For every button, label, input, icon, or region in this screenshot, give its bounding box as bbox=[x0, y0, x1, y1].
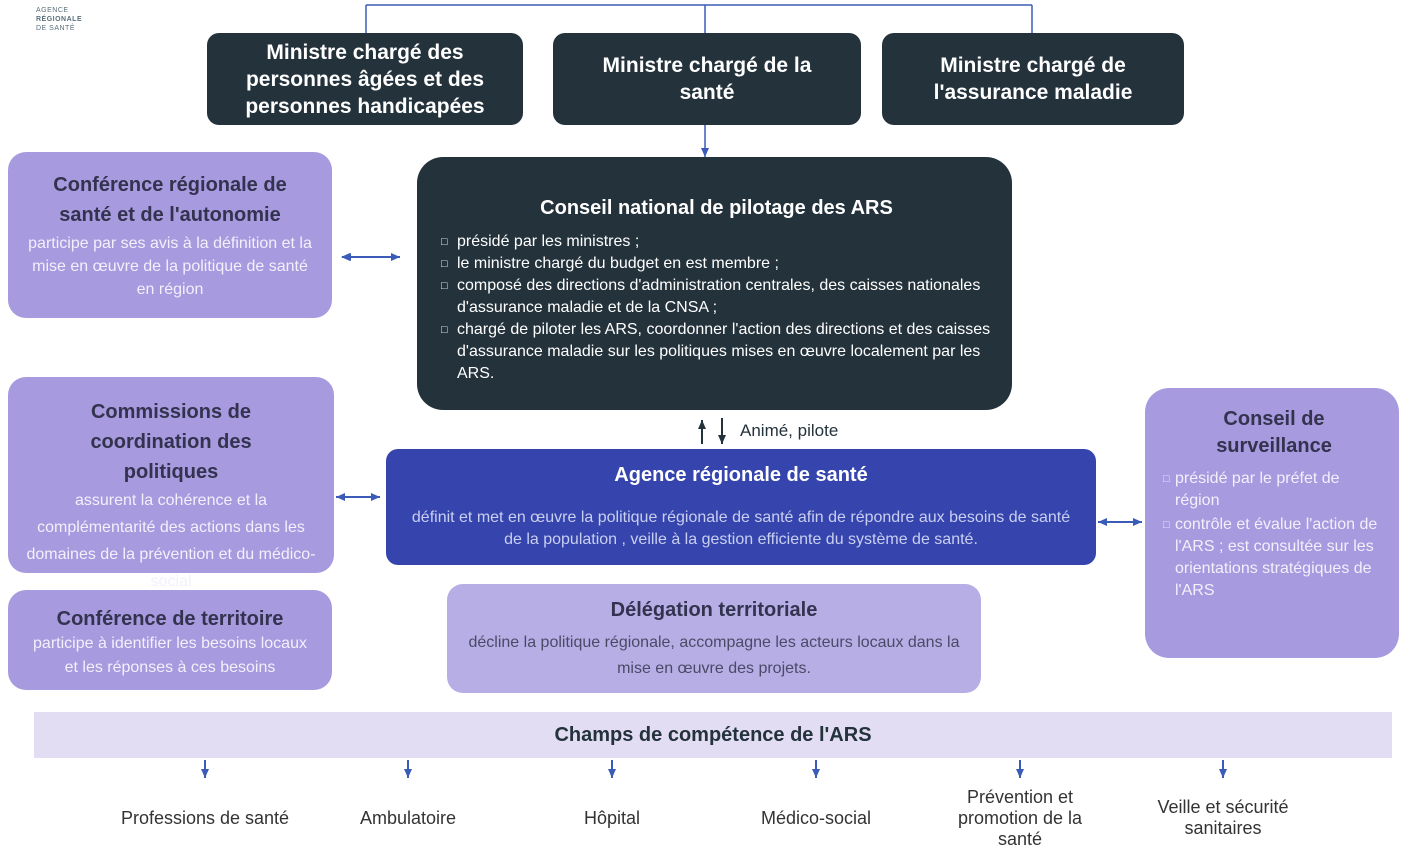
logo-line: DE SANTÉ bbox=[36, 25, 76, 32]
commissions-box: Commissions de coordination des politiqu… bbox=[8, 377, 334, 590]
conference-regionale-title: Conférence régionale de santé et de l'au… bbox=[53, 174, 287, 226]
conseil-surveillance-item: présidé par le préfet de région bbox=[1163, 468, 1385, 512]
commissions-desc: assurent la cohérence et la complémentar… bbox=[26, 492, 316, 590]
conseil-national-title: Conseil national de pilotage des ARS bbox=[540, 197, 893, 219]
conseil-national-item: le ministre chargé du budget en est memb… bbox=[441, 253, 992, 275]
field-prevention-promotion: Prévention et promotion de la santé bbox=[957, 786, 1083, 849]
agence-regionale-title: Agence régionale de santé bbox=[614, 464, 868, 486]
minister-health-label: Ministre chargé de la santé bbox=[602, 54, 812, 104]
delegation-territoriale-desc: décline la politique régionale, accompag… bbox=[468, 634, 960, 677]
conseil-national-box: Conseil national de pilotage des ARS pré… bbox=[417, 157, 1012, 410]
agence-regionale-desc: définit et met en œuvre la politique rég… bbox=[411, 509, 1071, 548]
logo-line: AGENCE bbox=[36, 7, 69, 14]
conseil-national-list: présidé par les ministres ; le ministre … bbox=[441, 231, 992, 385]
champs-title: Champs de compétence de l'ARS bbox=[554, 724, 872, 746]
conference-territoire-box: Conférence de territoire participe à ide… bbox=[8, 590, 332, 690]
minister-elderly-box: Ministre chargé des personnes âgées et d… bbox=[207, 33, 523, 125]
field-ambulatoire: Ambulatoire bbox=[359, 807, 457, 828]
conseil-national-item: composé des directions d'administration … bbox=[441, 275, 992, 319]
conseil-surveillance-item: contrôle et évalue l'action de l'ARS ; e… bbox=[1163, 514, 1385, 602]
field-medico-social: Médico-social bbox=[760, 807, 872, 828]
conseil-national-item: chargé de piloter les ARS, coordonner l'… bbox=[441, 319, 992, 385]
field-veille-securite: Veille et sécurité sanitaires bbox=[1157, 797, 1289, 838]
animate-label: Animé, pilote bbox=[740, 421, 839, 440]
champs-band: Champs de compétence de l'ARS bbox=[34, 712, 1392, 758]
conseil-surveillance-title: Conseil de surveillance bbox=[1216, 408, 1332, 457]
commissions-title: Commissions de coordination des politiqu… bbox=[90, 401, 252, 483]
minister-insurance-label: Ministre chargé de l'assurance maladie bbox=[933, 54, 1133, 104]
conseil-national-item: présidé par les ministres ; bbox=[441, 231, 992, 253]
minister-health-box: Ministre chargé de la santé bbox=[553, 33, 861, 125]
conseil-surveillance-list: présidé par le préfet de région contrôle… bbox=[1163, 468, 1385, 602]
conference-territoire-title: Conférence de territoire bbox=[56, 608, 284, 630]
minister-elderly-label: Ministre chargé des personnes âgées et d… bbox=[245, 40, 485, 118]
ars-logo: AGENCE RÉGIONALE DE SANTÉ bbox=[36, 6, 82, 33]
conference-territoire-desc: participe à identifier les besoins locau… bbox=[33, 635, 307, 676]
delegation-territoriale-box: Délégation territoriale décline la polit… bbox=[447, 584, 981, 693]
conference-regionale-desc: participe par ses avis à la définition e… bbox=[28, 235, 312, 298]
field-professions-sante: Professions de santé bbox=[120, 807, 290, 828]
agence-regionale-box: Agence régionale de santé définit et met… bbox=[386, 449, 1096, 565]
field-hopital: Hôpital bbox=[583, 807, 641, 828]
conference-regionale-box: Conférence régionale de santé et de l'au… bbox=[8, 152, 332, 318]
minister-insurance-box: Ministre chargé de l'assurance maladie bbox=[882, 33, 1184, 125]
minister-bracket bbox=[365, 4, 1033, 157]
conseil-surveillance-box: Conseil de surveillance présidé par le p… bbox=[1145, 388, 1399, 658]
logo-line: RÉGIONALE bbox=[36, 16, 83, 23]
delegation-territoriale-title: Délégation territoriale bbox=[610, 599, 818, 621]
